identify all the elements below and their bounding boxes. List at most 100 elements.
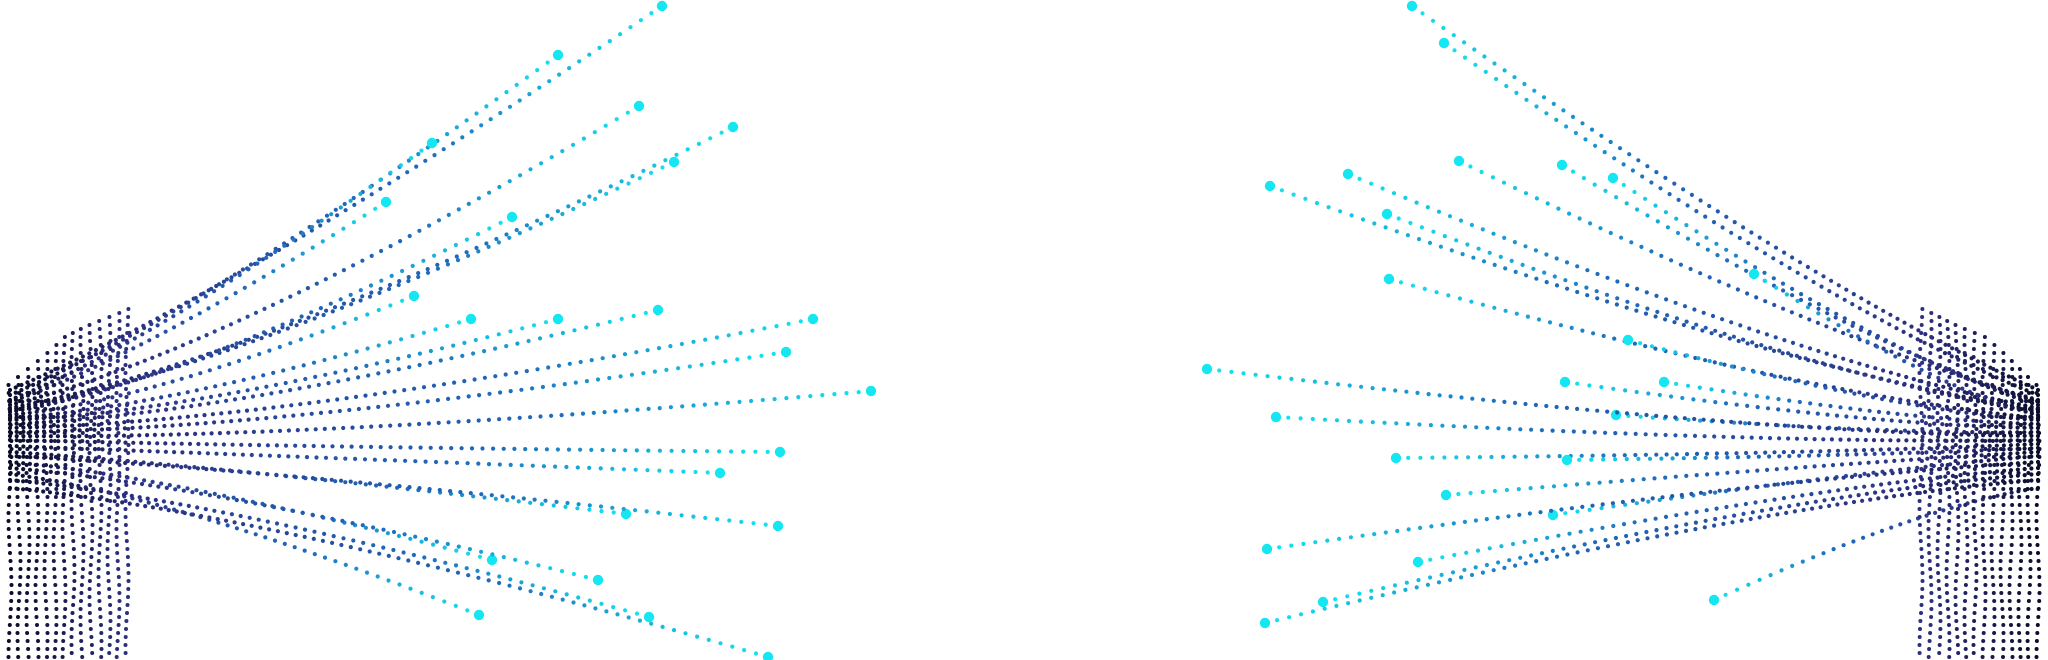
edge-column-dot xyxy=(1944,439,1949,443)
strand-dot xyxy=(310,245,315,250)
edge-column-dot xyxy=(52,519,57,523)
strand-dot xyxy=(1907,349,1912,355)
strand-dot xyxy=(693,469,698,475)
edge-column-dot xyxy=(114,519,119,523)
strand-dot xyxy=(1773,335,1778,340)
strand-dot xyxy=(498,390,503,395)
edge-column-dot xyxy=(115,503,120,507)
strand-dot xyxy=(1381,387,1386,392)
edge-column-dot xyxy=(1999,407,2004,411)
strand-dot xyxy=(367,294,373,299)
strand-dot xyxy=(142,358,147,363)
edge-column-dot xyxy=(1920,587,1925,591)
strand-dot xyxy=(210,412,215,417)
strand-dot xyxy=(183,464,188,469)
edge-column-dot xyxy=(1962,351,1967,355)
edge-column-dot xyxy=(42,583,47,587)
strand-dot xyxy=(124,407,129,412)
strand-dot xyxy=(1889,418,1894,423)
strand-dot xyxy=(1710,418,1715,423)
strand-dot xyxy=(252,280,257,285)
edge-column-dot xyxy=(51,559,56,563)
strand-dot xyxy=(397,423,402,428)
strand-dot xyxy=(425,563,431,568)
strand-dot xyxy=(1525,314,1530,319)
strand-dot xyxy=(213,384,218,389)
edge-column-dot xyxy=(2019,415,2024,419)
strand-dot xyxy=(1545,201,1550,206)
edge-column-dot xyxy=(125,411,130,415)
strand-dot xyxy=(410,333,415,339)
edge-column-dot xyxy=(17,543,22,547)
strand-dot xyxy=(199,491,204,496)
strand-dot xyxy=(531,323,537,328)
strand-dot xyxy=(201,291,206,296)
strand-dot xyxy=(553,464,558,469)
strand-dot xyxy=(361,540,366,546)
edge-column-dot xyxy=(1946,343,1951,347)
strand-dot xyxy=(1740,435,1745,440)
edge-column-dot xyxy=(34,479,39,483)
strand-dot xyxy=(1512,185,1518,191)
strand-dot xyxy=(630,174,635,179)
strand-dot xyxy=(234,498,239,503)
edge-column-dot xyxy=(62,479,67,483)
strand-dot xyxy=(269,429,274,434)
edge-column-dot xyxy=(87,323,92,327)
edge-column-dot xyxy=(1980,647,1985,651)
strand-dot xyxy=(85,412,90,417)
strand-dot xyxy=(434,539,439,544)
strand-dot xyxy=(1688,266,1693,272)
strand-dot xyxy=(546,365,551,370)
strand-dot xyxy=(763,522,768,527)
strand-dot xyxy=(1611,386,1616,391)
edge-column-dot xyxy=(1963,447,1968,451)
strand-dot xyxy=(1539,551,1545,556)
edge-column-dot xyxy=(1983,455,1988,459)
strand-dot xyxy=(1529,427,1534,432)
edge-column-dot xyxy=(98,335,103,339)
strand-dot xyxy=(1883,459,1888,464)
strand-dot xyxy=(566,447,572,452)
strand-dot xyxy=(1881,308,1886,313)
strand-dot xyxy=(1622,453,1627,458)
edge-column-dot xyxy=(1920,419,1924,423)
edge-column-dot xyxy=(1990,527,1994,531)
strand-dot xyxy=(1507,558,1512,563)
edge-column-dot xyxy=(99,367,104,371)
strand-dot xyxy=(1416,237,1422,242)
strand-dot xyxy=(1279,188,1284,193)
strand-dot xyxy=(371,525,376,530)
strand-dot xyxy=(1729,320,1734,325)
edge-column-dot xyxy=(1944,431,1949,435)
strand-dot xyxy=(1585,407,1590,412)
strand-dot xyxy=(323,372,328,377)
strand-dot xyxy=(611,448,617,453)
edge-column-dot xyxy=(62,423,67,427)
edge-column-dot xyxy=(1981,495,1986,499)
strand-dot xyxy=(21,454,26,459)
strand-dot xyxy=(1896,438,1901,443)
strand-dot xyxy=(1928,483,1933,488)
strand-dot xyxy=(1923,404,1928,409)
strand-dot xyxy=(1911,478,1916,483)
edge-column-dot xyxy=(1945,327,1950,331)
strand-dot xyxy=(607,39,612,44)
strand-dot xyxy=(1544,111,1549,116)
strand-dot xyxy=(1585,548,1590,553)
strand-dot xyxy=(1720,419,1725,424)
edge-column-dot xyxy=(2010,655,2015,659)
strand-dot xyxy=(237,318,242,323)
edge-column-dot xyxy=(1956,507,1960,511)
strand-dot xyxy=(517,231,522,236)
strand-dot xyxy=(1878,447,1883,452)
strand-dot xyxy=(1705,472,1710,477)
strand-dot xyxy=(615,612,620,617)
strand-dot xyxy=(1782,338,1787,343)
strand-dot xyxy=(28,434,33,439)
strand-dot xyxy=(100,459,105,464)
strand-dot xyxy=(1852,391,1857,396)
strand-dot xyxy=(1844,287,1849,292)
strand-dot xyxy=(351,297,356,303)
edge-column-dot xyxy=(87,587,92,591)
